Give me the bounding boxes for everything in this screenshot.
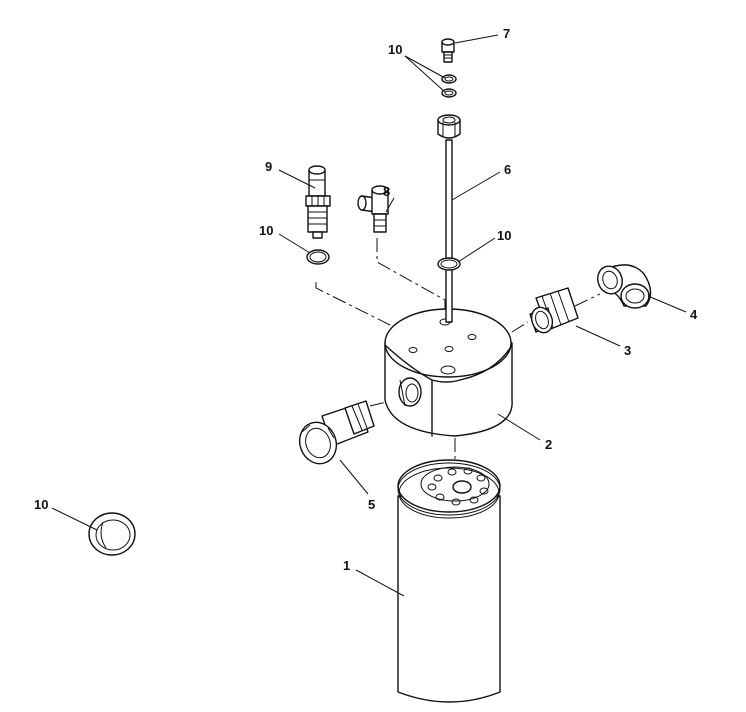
callout-8: 8 xyxy=(383,184,390,199)
leader-9 xyxy=(278,169,316,189)
leader-5 xyxy=(339,459,369,495)
leader-3 xyxy=(575,325,621,347)
leader-8 xyxy=(385,197,395,213)
callout-7: 7 xyxy=(503,26,510,41)
leader-4 xyxy=(647,295,687,313)
valve-fitting xyxy=(305,165,331,239)
leader-10-valve xyxy=(278,233,311,254)
o-ring-plug-upper xyxy=(441,74,457,84)
callout-9: 9 xyxy=(265,159,272,174)
o-ring-tube xyxy=(437,257,461,271)
callout-10-valve: 10 xyxy=(259,223,273,238)
o-ring-valve xyxy=(306,249,330,265)
callout-2: 2 xyxy=(545,437,552,452)
o-ring-loose xyxy=(88,512,136,556)
filter-element xyxy=(397,459,501,703)
callout-10-plug: 10 xyxy=(388,42,402,57)
callout-10-tube: 10 xyxy=(497,228,511,243)
assembly-centerlines xyxy=(315,238,601,460)
callout-10-loose: 10 xyxy=(34,497,48,512)
callout-labels: 7 10 6 10 8 9 10 3 4 2 5 10 1 xyxy=(34,26,698,573)
leader-10-loose xyxy=(51,507,98,531)
callout-4: 4 xyxy=(690,307,698,322)
plug xyxy=(441,38,455,63)
inlet-fitting xyxy=(298,400,375,465)
leader-10-tube xyxy=(457,237,496,263)
callout-1: 1 xyxy=(343,558,350,573)
leader-10-plug-upper xyxy=(404,55,446,79)
leader-7 xyxy=(454,34,499,44)
callout-3: 3 xyxy=(624,343,631,358)
callout-5: 5 xyxy=(368,497,375,512)
tee-fitting xyxy=(357,185,389,233)
elbow-fitting xyxy=(597,264,652,309)
filter-top-holes xyxy=(427,467,489,506)
filter-head-block xyxy=(384,308,513,437)
leader-lines xyxy=(51,34,687,597)
leader-6 xyxy=(451,171,501,201)
leader-1 xyxy=(355,569,405,597)
leader-10-plug-lower xyxy=(404,55,446,93)
dipstick-tube xyxy=(437,114,461,323)
adapter-fitting xyxy=(529,287,579,334)
callout-6: 6 xyxy=(504,162,511,177)
leader-2 xyxy=(497,413,541,441)
o-ring-plug-lower xyxy=(441,88,457,98)
